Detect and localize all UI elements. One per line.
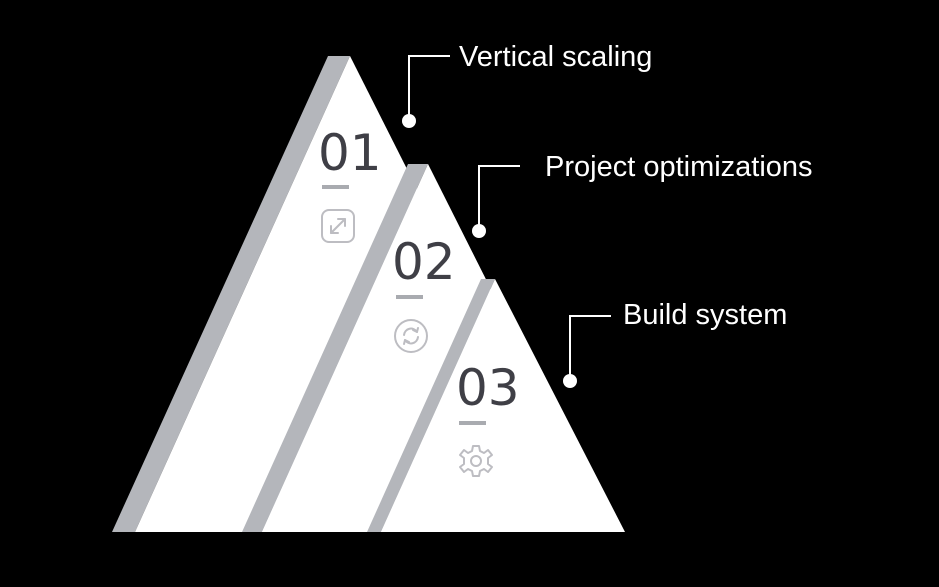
callout-1-label: Vertical scaling <box>459 41 652 73</box>
step-3-panel <box>367 279 625 532</box>
step-3-panel-face <box>381 279 625 532</box>
callout-2-connector <box>478 165 520 231</box>
callout-1-dot <box>402 114 416 128</box>
callout-2-label: Project optimizations <box>545 151 813 183</box>
step-1-content: 01 <box>318 124 382 243</box>
step-3-panel-edge <box>367 279 495 532</box>
expand-arrows-icon <box>321 209 355 243</box>
callout-3-connector <box>569 315 611 381</box>
callout-3: Build system <box>563 299 787 388</box>
step-3-content: 03 <box>456 359 520 477</box>
callout-1-connector <box>408 55 450 121</box>
callout-1: Vertical scaling <box>402 41 652 128</box>
callout-2: Project optimizations <box>472 151 813 238</box>
step-3-underline <box>459 421 486 425</box>
step-2-underline <box>396 295 423 299</box>
callout-3-label: Build system <box>623 299 787 331</box>
step-2-panel-edge <box>242 164 428 532</box>
callout-2-dot <box>472 224 486 238</box>
step-1-panel-edge <box>112 56 350 532</box>
gear-icon <box>459 445 493 477</box>
callout-3-dot <box>563 374 577 388</box>
step-1-underline <box>322 185 349 189</box>
refresh-cycle-icon <box>394 319 428 353</box>
step-2-number: 02 <box>392 233 456 291</box>
step-1-number: 01 <box>318 124 382 182</box>
step-2-content: 02 <box>392 233 456 353</box>
step-3-number: 03 <box>456 359 520 417</box>
